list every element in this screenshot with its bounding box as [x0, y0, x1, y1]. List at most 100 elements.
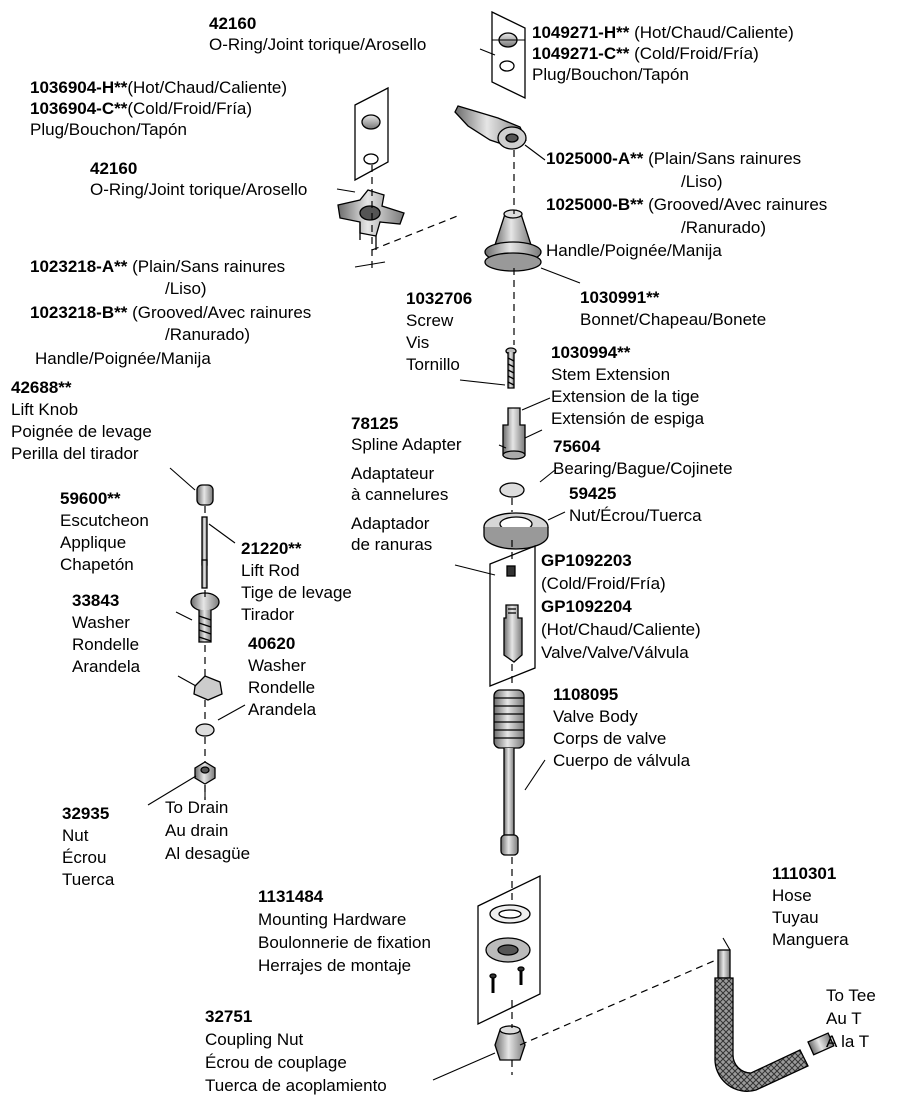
- description: O-Ring/Joint torique/Arosello: [209, 35, 427, 54]
- description: To Drain: [165, 798, 229, 817]
- description: Perilla del tirador: [11, 444, 139, 463]
- part-number: GP1092203: [541, 551, 632, 570]
- coupling-nut-part: [494, 1025, 526, 1061]
- description: Arandela: [248, 700, 317, 719]
- description: Tuerca de acoplamiento: [205, 1076, 387, 1095]
- label-screw: 1032706 Screw Vis Tornillo: [406, 288, 472, 376]
- lever-handle: [454, 105, 527, 150]
- label-row: 1023218-B** (Grooved/Avec rainures: [30, 302, 311, 324]
- description: (Cold/Froid/Fría): [629, 44, 759, 63]
- description: Au T: [826, 1009, 862, 1028]
- description: Écrou de couplage: [205, 1053, 347, 1072]
- part-number: 1131484: [258, 887, 324, 906]
- part-number: 1030994**: [551, 343, 631, 362]
- label-washer-33843: 33843 Washer Rondelle Arandela: [72, 590, 140, 678]
- description: (Plain/Sans rainures: [643, 149, 802, 168]
- description: Extensión de espiga: [551, 409, 705, 428]
- label-to-tee: To Tee Au T A la T: [826, 984, 876, 1053]
- label-stem-extension: 1030994** Stem Extension Extension de la…: [551, 342, 704, 430]
- part-number: GP1092204: [541, 597, 632, 616]
- part-number: 78125: [351, 414, 399, 433]
- description: Tige de levage: [241, 583, 352, 602]
- part-number: 59600**: [60, 489, 121, 508]
- bearing-part: [499, 482, 525, 498]
- part-number: 1036904-C**: [30, 99, 128, 118]
- label-lift-knob: 42688** Lift Knob Poignée de levage Peri…: [11, 377, 152, 465]
- part-number: 1049271-C**: [532, 44, 630, 63]
- description: Nut: [62, 826, 89, 845]
- description: Écrou: [62, 848, 107, 867]
- nut-59425-part: [483, 512, 549, 550]
- description: Plug/Bouchon/Tapón: [532, 65, 689, 84]
- part-number: 32935: [62, 804, 110, 823]
- description: Bonnet/Chapeau/Bonete: [580, 310, 767, 329]
- part-number: 75604: [553, 437, 601, 456]
- description: Washer: [72, 613, 130, 632]
- label-to-drain: To Drain Au drain Al desagüe: [165, 796, 250, 865]
- description: (Hot/Chaud/Caliente): [541, 620, 701, 639]
- label-row: 1025000-B** (Grooved/Avec rainures: [546, 193, 827, 216]
- part-number: 33843: [72, 591, 120, 610]
- description: Tuyau: [772, 908, 819, 927]
- part-number: 1025000-A**: [546, 149, 644, 168]
- plug-panel-right: [491, 10, 526, 100]
- label-nut-59425: 59425 Nut/Écrou/Tuerca: [569, 483, 702, 527]
- description: Herrajes de montaje: [258, 956, 412, 975]
- label-oring-top: 42160 O-Ring/Joint torique/Arosello: [209, 13, 426, 55]
- screw-part: [505, 347, 517, 389]
- description: /Liso): [681, 172, 723, 191]
- label-row: 1025000-A** (Plain/Sans rainures: [546, 147, 827, 170]
- nut-32935-part: [194, 761, 216, 785]
- description: Chapetón: [60, 555, 134, 574]
- description: Handle/Poignée/Manija: [35, 349, 211, 368]
- description: de ranuras: [351, 535, 433, 554]
- label-hose: 1110301 Hose Tuyau Manguera: [772, 863, 849, 951]
- description: Applique: [60, 533, 127, 552]
- description: Poignée de levage: [11, 422, 152, 441]
- description: /Ranurado): [681, 218, 767, 237]
- part-number: 40620: [248, 634, 296, 653]
- label-row: 1049271-C** (Cold/Froid/Fría): [532, 43, 794, 64]
- part-number: 1025000-B**: [546, 195, 644, 214]
- label-mounting-hardware: 1131484 Mounting Hardware Boulonnerie de…: [258, 885, 431, 977]
- label-row: 1023218-A** (Plain/Sans rainures: [30, 256, 311, 278]
- valve-body-part: [493, 689, 525, 856]
- description: Cuerpo de válvula: [553, 751, 691, 770]
- part-number: 21220**: [241, 539, 302, 558]
- description: Hose: [772, 886, 812, 905]
- description: Lift Rod: [241, 561, 300, 580]
- description: (Hot/Chaud/Caliente): [629, 23, 794, 42]
- description: Washer: [248, 656, 306, 675]
- washer-40620-part: [195, 723, 215, 737]
- lift-rod-part: [201, 516, 208, 589]
- description: (Grooved/Avec rainures: [127, 303, 312, 322]
- description: Valve/Valve/Válvula: [541, 643, 689, 662]
- description: Mounting Hardware: [258, 910, 407, 929]
- part-number: 1023218-B**: [30, 303, 128, 322]
- description: Stem Extension: [551, 365, 671, 384]
- part-number: 1023218-A**: [30, 257, 128, 276]
- lift-knob-part: [196, 484, 214, 506]
- description: /Liso): [165, 279, 207, 298]
- description: (Hot/Chaud/Caliente): [127, 78, 288, 97]
- escutcheon-part: [190, 592, 220, 643]
- part-number: 1030991**: [580, 288, 660, 307]
- description: Spline Adapter: [351, 435, 462, 454]
- label-bonnet: 1030991** Bonnet/Chapeau/Bonete: [580, 287, 766, 331]
- description: Extension de la tige: [551, 387, 700, 406]
- alignment-lines: [204, 150, 717, 1075]
- description: Screw: [406, 311, 454, 330]
- description: Nut/Écrou/Tuerca: [569, 506, 702, 525]
- description: Manguera: [772, 930, 849, 949]
- description: (Grooved/Avec rainures: [643, 195, 828, 214]
- hose-part: [714, 949, 835, 1092]
- label-washer-40620: 40620 Washer Rondelle Arandela: [248, 633, 316, 721]
- cross-handle: [337, 189, 405, 250]
- label-oring-left: 42160 O-Ring/Joint torique/Arosello: [90, 158, 307, 200]
- label-row: 1036904-H**(Hot/Chaud/Caliente): [30, 77, 287, 98]
- bonnet-part: [484, 209, 542, 272]
- description: Handle/Poignée/Manija: [546, 241, 722, 260]
- label-plug-left: 1036904-H**(Hot/Chaud/Caliente) 1036904-…: [30, 77, 287, 140]
- part-number: 42688**: [11, 378, 72, 397]
- description: To Tee: [826, 986, 876, 1005]
